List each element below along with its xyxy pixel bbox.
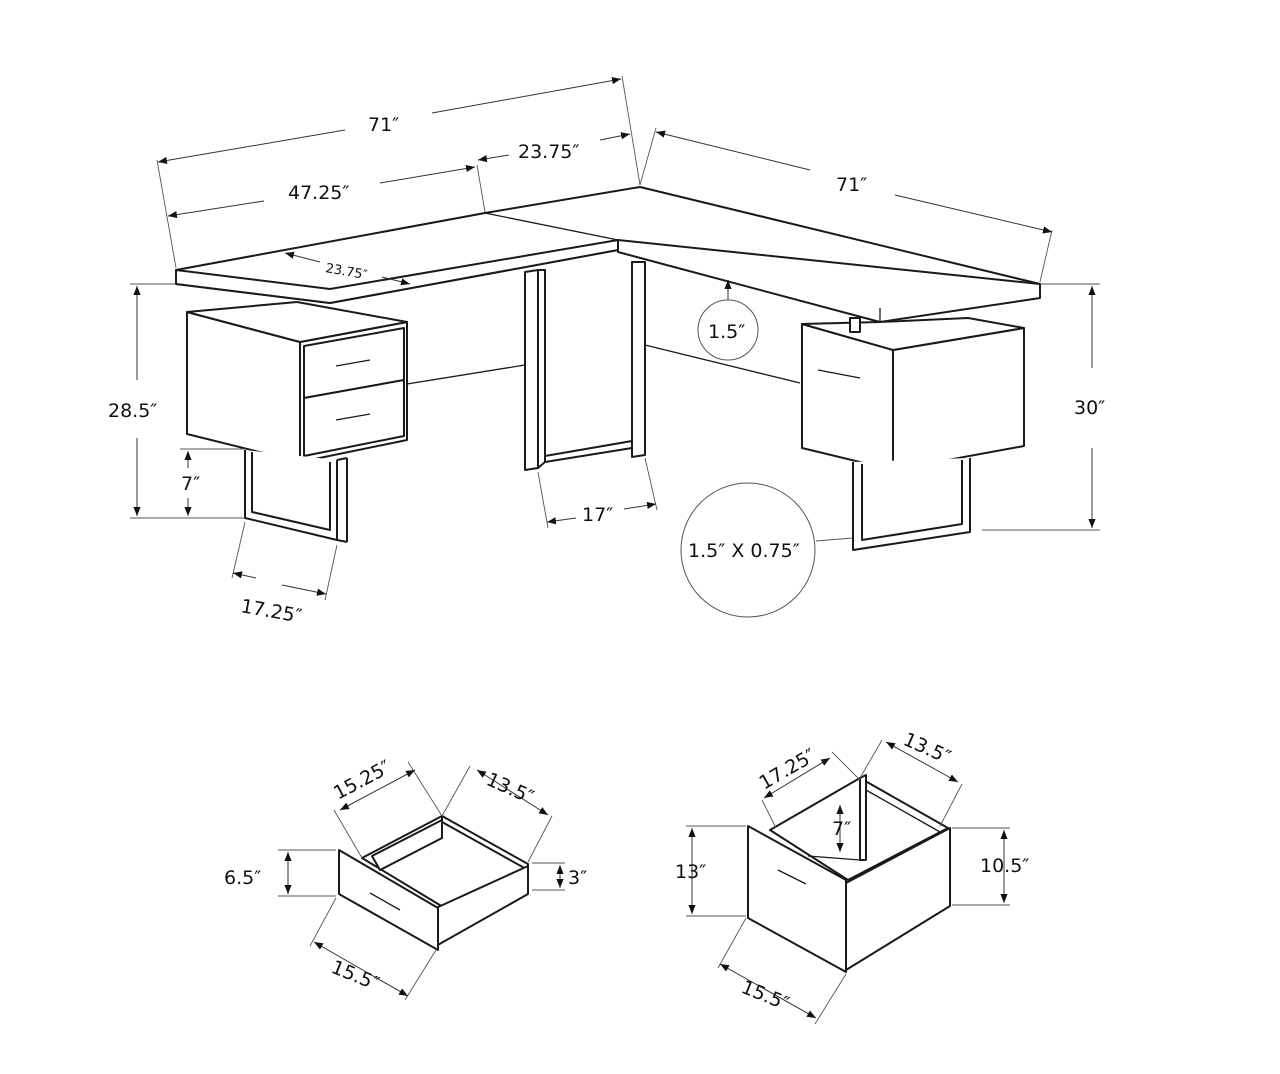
- label-small-interior-depth: 15.25″: [330, 756, 395, 804]
- l-desk-drawing: [175, 186, 1041, 551]
- label-small-front-width: 15.5″: [328, 956, 382, 995]
- right-sled-leg: [852, 458, 971, 551]
- label-overall-width-left: 71″: [368, 114, 399, 136]
- desk-dimensions: 71″ 47.25″ 23.75″ 23.75″ 71″ 1.5″ 28.5″ …: [108, 75, 1105, 628]
- label-small-front-height: 6.5″: [224, 867, 261, 889]
- label-small-interior-width: 13.5″: [483, 768, 537, 808]
- left-sled-leg: [244, 450, 348, 543]
- label-corner-section-width: 23.75″: [518, 141, 580, 163]
- center-corner-leg: [524, 261, 646, 471]
- label-file-front-height: 13″: [675, 861, 706, 883]
- label-file-interior-width: 13.5″: [900, 728, 954, 768]
- file-drawer-drawing: [747, 774, 951, 973]
- label-center-leg-depth: 17″: [582, 504, 613, 526]
- small-drawer-drawing: [338, 815, 529, 951]
- label-left-leg-depth: 17.25″: [239, 595, 303, 627]
- modesty-panel: [406, 364, 526, 385]
- label-leg-profile: 1.5″ X 0.75″: [688, 540, 800, 562]
- label-top-thickness: 1.5″: [708, 321, 745, 343]
- label-left-height: 28.5″: [108, 400, 157, 422]
- label-top-depth: 23.75″: [324, 261, 368, 283]
- right-file-cabinet: [801, 317, 1025, 471]
- label-right-height: 30″: [1074, 397, 1105, 419]
- desk-top: [175, 186, 1041, 323]
- label-left-section-width: 47.25″: [288, 182, 350, 204]
- label-small-side-height: 3″: [568, 867, 587, 889]
- label-overall-width-right: 71″: [836, 174, 867, 196]
- left-drawer-cabinet: [186, 301, 408, 463]
- label-file-interior-height: 7″: [832, 818, 851, 840]
- label-file-front-width: 15.5″: [738, 976, 792, 1015]
- label-file-interior-depth: 17.25″: [756, 745, 820, 795]
- label-file-side-height: 10.5″: [980, 855, 1029, 877]
- label-leg-clearance: 7″: [181, 473, 200, 495]
